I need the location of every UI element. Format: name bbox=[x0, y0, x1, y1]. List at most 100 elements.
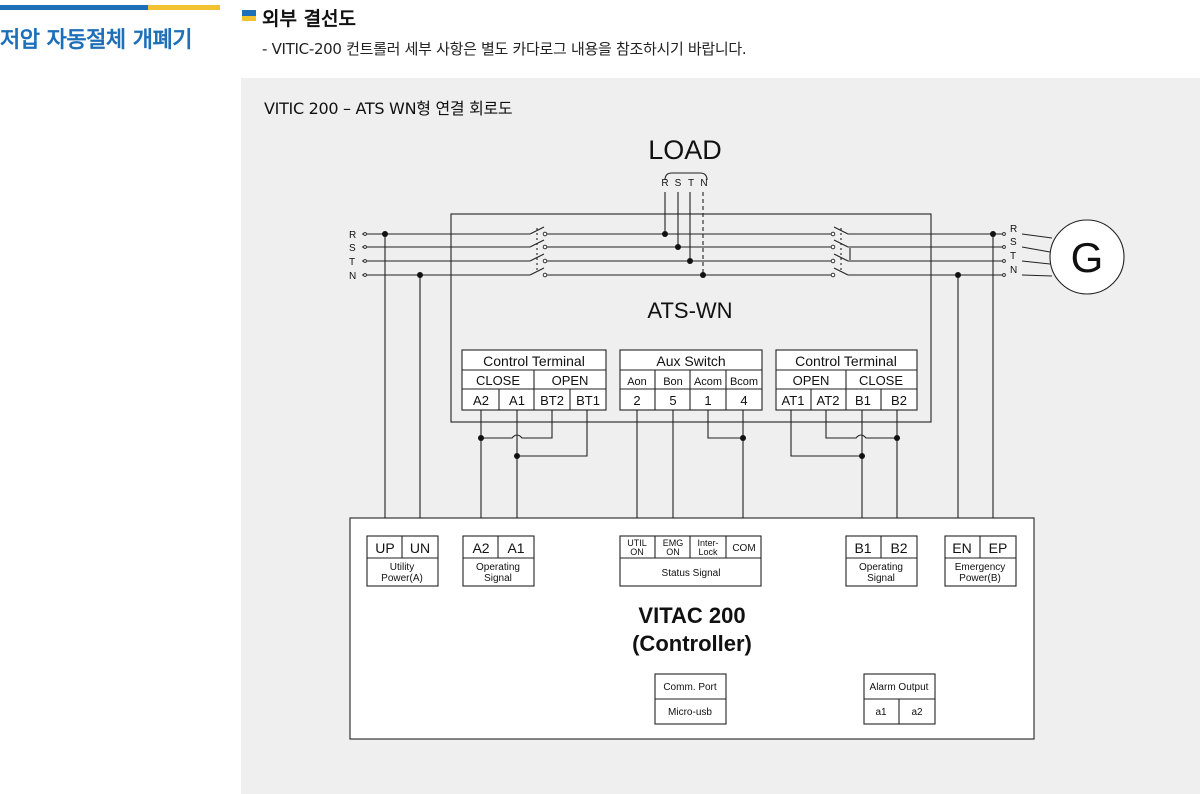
terminal-at2: AT2 bbox=[817, 393, 840, 408]
gen-lead-t bbox=[1021, 260, 1051, 265]
ctrl-un: UN bbox=[410, 540, 430, 556]
aux-bon: Bon bbox=[663, 376, 683, 388]
right-phase-t: T bbox=[1010, 251, 1016, 262]
load-phase-n: N bbox=[700, 178, 707, 189]
generator-symbol bbox=[1049, 219, 1125, 295]
ctrl-interlock-2: Lock bbox=[698, 547, 718, 557]
controller-title-1: VITAC 200 bbox=[638, 603, 745, 628]
junction-dot bbox=[894, 435, 900, 441]
junction-dot bbox=[955, 272, 961, 278]
left-phase-r: R bbox=[349, 230, 356, 241]
aux-terminal-5: 5 bbox=[669, 393, 676, 408]
ctrl-opsig-a-caption1: Operating bbox=[476, 562, 520, 573]
junction-dot bbox=[700, 272, 706, 278]
load-bracket bbox=[664, 172, 708, 181]
left-phase-t: T bbox=[349, 257, 355, 268]
sidebar-accent-blue bbox=[0, 5, 148, 10]
ats-box bbox=[450, 213, 932, 423]
ctrl-up: UP bbox=[375, 540, 394, 556]
ctl-left-open: OPEN bbox=[552, 373, 589, 388]
terminal-a2: A2 bbox=[473, 393, 489, 408]
load-label: LOAD bbox=[648, 135, 722, 165]
switch-right-n bbox=[833, 267, 849, 276]
ctrl-b1: B1 bbox=[854, 540, 871, 556]
sidebar-title: 저압 자동절체 개폐기 bbox=[0, 28, 192, 53]
ctl-left-close: CLOSE bbox=[476, 373, 520, 388]
alarm-a2: a2 bbox=[911, 707, 923, 718]
terminal-a1: A1 bbox=[509, 393, 525, 408]
gen-lead-s bbox=[1021, 246, 1051, 253]
ctl-right-title: Control Terminal bbox=[795, 353, 897, 369]
junction-dot bbox=[382, 231, 388, 237]
junction-dot bbox=[675, 244, 681, 250]
terminal-bt1: BT1 bbox=[576, 393, 600, 408]
ctrl-a2: A2 bbox=[472, 540, 489, 556]
aux-terminal-1: 1 bbox=[704, 393, 711, 408]
comm-port-title: Comm. Port bbox=[663, 682, 717, 693]
alarm-a1: a1 bbox=[875, 707, 887, 718]
wire-bt2 bbox=[481, 410, 553, 439]
ctrl-utility-caption2: Power(A) bbox=[381, 573, 423, 584]
section-marker-icon bbox=[242, 10, 256, 21]
ctl-right-open: OPEN bbox=[793, 373, 830, 388]
aux-terminal-4: 4 bbox=[740, 393, 747, 408]
diagram-title: VITIC 200 – ATS WN형 연결 회로도 bbox=[264, 99, 513, 118]
load-phase-r: R bbox=[661, 178, 668, 189]
wire-at1 bbox=[790, 410, 862, 457]
ctrl-emg-on-1: EMG bbox=[663, 538, 684, 548]
ctrl-opsig-b-caption1: Operating bbox=[859, 562, 903, 573]
switch-left-r bbox=[529, 226, 545, 235]
ats-label: ATS-WN bbox=[647, 298, 732, 323]
generator-label: G bbox=[1071, 234, 1104, 281]
terminal-bt2: BT2 bbox=[540, 393, 564, 408]
aux-title: Aux Switch bbox=[656, 353, 725, 369]
right-phase-r: R bbox=[1010, 224, 1017, 235]
section-title: 외부 결선도 bbox=[262, 8, 357, 30]
wire-at2 bbox=[825, 410, 897, 439]
terminal-at1: AT1 bbox=[782, 393, 805, 408]
ctl-right-close: CLOSE bbox=[859, 373, 903, 388]
aux-switch-box bbox=[619, 349, 763, 411]
load-phase-s: S bbox=[675, 178, 682, 189]
aux-bcom: Bcom bbox=[730, 376, 758, 388]
alarm-output-title: Alarm Output bbox=[870, 682, 929, 693]
sidebar-accent-yellow bbox=[148, 5, 220, 10]
left-phase-n: N bbox=[349, 271, 356, 282]
controller-title-2: (Controller) bbox=[632, 631, 752, 656]
gen-lead-r bbox=[1021, 233, 1053, 239]
ctrl-opsig-b-caption2: Signal bbox=[867, 573, 895, 584]
ctrl-ep: EP bbox=[989, 540, 1008, 556]
controller-box bbox=[349, 517, 1035, 740]
switch-right-r bbox=[833, 226, 849, 235]
ctrl-b2: B2 bbox=[890, 540, 907, 556]
ctrl-status-caption: Status Signal bbox=[662, 568, 721, 579]
ctrl-en: EN bbox=[952, 540, 971, 556]
aux-terminal-2: 2 bbox=[633, 393, 640, 408]
ctl-left-title: Control Terminal bbox=[483, 353, 585, 369]
junction-dot bbox=[687, 258, 693, 264]
right-phase-s: S bbox=[1010, 237, 1017, 248]
ctrl-emerg-caption1: Emergency bbox=[955, 562, 1006, 573]
gen-lead-n bbox=[1021, 274, 1053, 277]
ctrl-com: COM bbox=[732, 543, 755, 554]
ctrl-a1: A1 bbox=[507, 540, 524, 556]
comm-port-value: Micro-usb bbox=[668, 707, 712, 718]
switch-right-t bbox=[833, 253, 849, 262]
junction-dot bbox=[859, 453, 865, 459]
left-phase-s: S bbox=[349, 243, 356, 254]
ctrl-opsig-a-caption2: Signal bbox=[484, 573, 512, 584]
section-note: - VITIC-200 컨트롤러 세부 사항은 별도 카다로그 내용을 참조하시… bbox=[262, 40, 747, 58]
ctrl-emerg-caption2: Power(B) bbox=[959, 573, 1001, 584]
junction-dot bbox=[740, 435, 746, 441]
junction-dot bbox=[990, 231, 996, 237]
junction-dot bbox=[662, 231, 668, 237]
switch-left-n bbox=[529, 267, 545, 276]
junction-dot bbox=[417, 272, 423, 278]
load-phase-t: T bbox=[688, 178, 694, 189]
terminal-b2: B2 bbox=[891, 393, 907, 408]
ctrl-utility-caption1: Utility bbox=[390, 562, 414, 573]
terminal-b1: B1 bbox=[855, 393, 871, 408]
right-phase-n: N bbox=[1010, 265, 1017, 276]
wire-bt1 bbox=[517, 410, 588, 457]
